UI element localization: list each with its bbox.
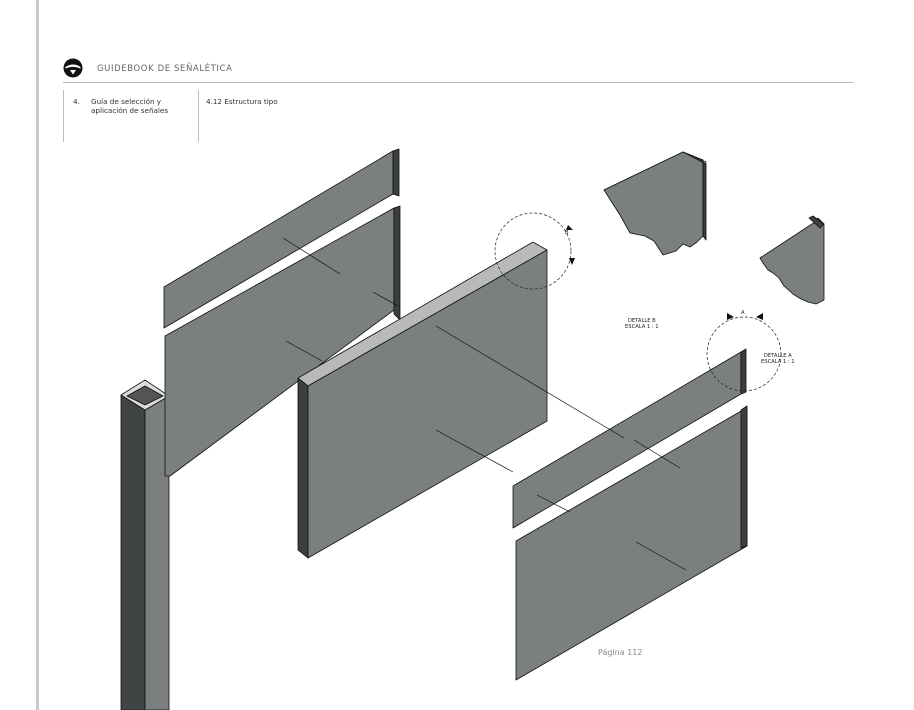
detail-b-profile <box>603 151 707 256</box>
detail-a-scale: ESCALA 1 : 1 <box>761 359 795 365</box>
detail-a-profile <box>759 215 825 305</box>
detail-a-circle <box>706 316 782 392</box>
front-main-panel <box>515 405 748 681</box>
detail-a-title: DETALLE A <box>763 353 792 359</box>
assembly-lines <box>282 237 687 571</box>
subsection-title: 4.12 Estructura tipo <box>206 97 278 106</box>
support-post <box>120 379 170 710</box>
detail-b-title: DETALLE B <box>627 318 656 324</box>
detail-b-scale: ESCALA 1 : 1 <box>625 324 659 330</box>
arrow-icon <box>727 313 734 320</box>
arrow-icon <box>569 258 575 265</box>
column-divider <box>198 90 199 142</box>
detail-b-label: DETALLE B ESCALA 1 : 1 <box>625 318 659 330</box>
column-divider <box>63 90 64 142</box>
detail-b-circle <box>494 212 572 290</box>
section-title: Guía de selección y aplicación de señale… <box>91 97 169 116</box>
steering-wheel-icon <box>63 58 83 78</box>
header-divider <box>63 82 853 83</box>
center-panel <box>297 241 548 559</box>
detail-b-marker: B <box>565 230 569 236</box>
page-margin-rule <box>36 0 39 710</box>
document-title: GUIDEBOOK DE SEÑALÉTICA <box>97 64 233 74</box>
front-top-panel <box>512 348 747 529</box>
page-number: Página 112 <box>598 648 643 657</box>
detail-a-label: DETALLE A ESCALA 1 : 1 <box>761 353 795 365</box>
section-number: 4. <box>73 97 80 106</box>
arrow-icon <box>566 225 573 230</box>
detail-a-marker: A <box>741 310 745 316</box>
arrow-icon <box>756 313 763 320</box>
back-top-panel <box>163 148 400 329</box>
